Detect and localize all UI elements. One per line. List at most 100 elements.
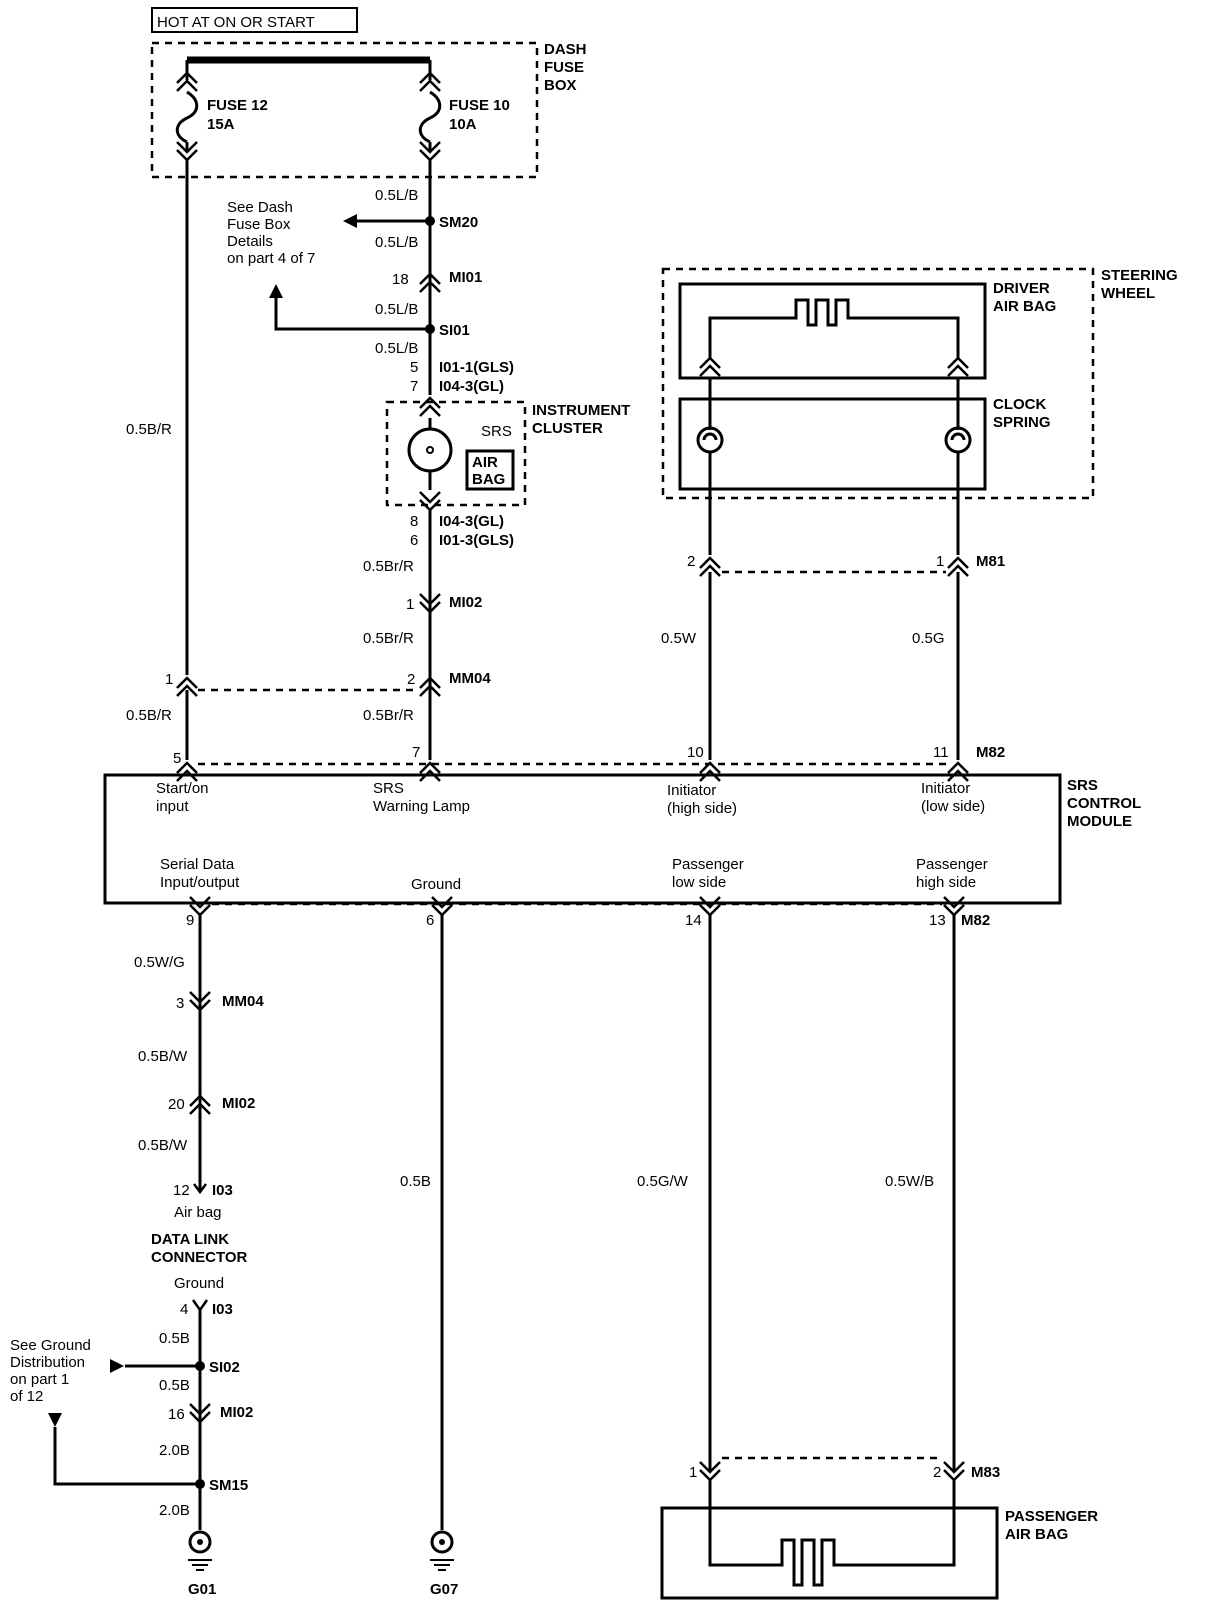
mi02-pin: 1 bbox=[406, 596, 414, 613]
splice-sm15 bbox=[195, 1479, 205, 1489]
connector-mm04-top: 1 2 MM04 0.5B/R 0.5Br/R bbox=[126, 670, 491, 760]
wire-label-bw-2: 0.5B/W bbox=[138, 1137, 188, 1154]
wire-label-05b-2: 0.5B bbox=[159, 1377, 190, 1394]
wire-label-brr-2: 0.5Br/R bbox=[363, 630, 414, 647]
clock-spring-label-2: SPRING bbox=[993, 414, 1051, 431]
passenger-high-1: Passenger bbox=[916, 856, 988, 873]
i04-pin-top: 7 bbox=[410, 378, 418, 395]
passenger-high-2: high side bbox=[916, 874, 976, 891]
i03-pin-4: 4 bbox=[180, 1301, 188, 1318]
wire-label-05g: 0.5G bbox=[912, 630, 945, 647]
module-pin-11: 11 bbox=[933, 744, 949, 761]
i04-label-top: I04-3(GL) bbox=[439, 378, 504, 395]
mm04-label: MM04 bbox=[449, 670, 491, 687]
mm04-pin-right: 2 bbox=[407, 671, 415, 688]
i03-pin-12: 12 bbox=[173, 1182, 190, 1199]
wire-label-wg: 0.5W/G bbox=[134, 954, 185, 971]
mi02-label: MI02 bbox=[449, 594, 482, 611]
passenger-air-bag-label-1: PASSENGER bbox=[1005, 1508, 1098, 1525]
ground-g01-label: G01 bbox=[188, 1581, 216, 1598]
data-link-connector-2: CONNECTOR bbox=[151, 1249, 248, 1266]
fuse-12: FUSE 12 15A bbox=[175, 60, 268, 162]
mi02-pin-16: 16 bbox=[168, 1406, 185, 1423]
passenger-air-bag bbox=[660, 1506, 999, 1600]
module-top-m82-label: M82 bbox=[976, 744, 1005, 761]
module-pin-10: 10 bbox=[687, 744, 704, 761]
i03-label-2: I03 bbox=[212, 1301, 233, 1318]
module-pin-9: 9 bbox=[186, 912, 194, 929]
see-dash-fuse-2: Fuse Box bbox=[227, 216, 291, 233]
srs-warning-lamp-2: Warning Lamp bbox=[373, 798, 470, 815]
wire-label-lb-4: 0.5L/B bbox=[375, 340, 418, 357]
m81-label: M81 bbox=[976, 553, 1005, 570]
hot-at-on-label-group: HOT AT ON OR START bbox=[151, 7, 358, 33]
passenger-low-1: Passenger bbox=[672, 856, 744, 873]
driver-air-bag-squib-icon bbox=[708, 298, 960, 360]
splice-si02-label: SI02 bbox=[209, 1359, 240, 1376]
srs-lamp-icon bbox=[407, 427, 453, 473]
wire-label-gw: 0.5G/W bbox=[637, 1173, 689, 1190]
mm04-pin-left: 1 bbox=[165, 671, 173, 688]
air-bag-pin-label: Air bag bbox=[174, 1204, 222, 1221]
air-bag-indicator-2: BAG bbox=[472, 471, 505, 488]
serial-data-1: Serial Data bbox=[160, 856, 235, 873]
connector-m81: 2 1 M81 0.5W 0.5G bbox=[661, 500, 1005, 760]
ground-g01-icon bbox=[188, 1530, 212, 1571]
initiator-high-1: Initiator bbox=[667, 782, 716, 799]
clock-spring-coil-left-icon bbox=[696, 426, 724, 454]
air-bag-indicator-1: AIR bbox=[472, 454, 498, 471]
ground-g07-label: G07 bbox=[430, 1581, 458, 1598]
dlc-ground-label: Ground bbox=[174, 1275, 224, 1292]
mi01-label: MI01 bbox=[449, 269, 482, 286]
mm04-bottom-label: MM04 bbox=[222, 993, 264, 1010]
see-dash-fuse-1: See Dash bbox=[227, 199, 293, 216]
start-on-input-2: input bbox=[156, 798, 189, 815]
left-wire-color-label: 0.5B/R bbox=[126, 421, 172, 438]
wire-label-05b-ground: 0.5B bbox=[400, 1173, 431, 1190]
driver-air-bag-label-2: AIR BAG bbox=[993, 298, 1056, 315]
initiator-high-2: (high side) bbox=[667, 800, 737, 817]
clock-spring-coil-right-icon bbox=[944, 426, 972, 454]
mi02-bottom-label-2: MI02 bbox=[220, 1404, 253, 1421]
clock-spring-label-1: CLOCK bbox=[993, 396, 1046, 413]
module-ground: Ground bbox=[411, 876, 461, 893]
module-bottom-pins: 9 6 14 13 M82 bbox=[186, 895, 990, 929]
passenger-low-2: low side bbox=[672, 874, 726, 891]
wire-label-brr-3: 0.5Br/R bbox=[363, 707, 414, 724]
srs-lamp-label: SRS bbox=[481, 423, 512, 440]
arrow-up-icon bbox=[269, 284, 283, 298]
passenger-air-bag-label-2: AIR BAG bbox=[1005, 1526, 1068, 1543]
arrow-left-icon bbox=[343, 214, 357, 228]
dash-fuse-box-title-1: DASH bbox=[544, 41, 587, 58]
i01-label-bot: I01-3(GLS) bbox=[439, 532, 514, 549]
srs-module-title-2: CONTROL bbox=[1067, 795, 1141, 812]
fuse-12-name: FUSE 12 bbox=[207, 97, 268, 114]
clock-spring bbox=[678, 397, 987, 491]
i04-pin-bot: 8 bbox=[410, 513, 418, 530]
dash-fuse-box: DASH FUSE BOX FUSE 12 15A FUSE 10 10A bbox=[150, 41, 587, 179]
i01-label-top: I01-1(GLS) bbox=[439, 359, 514, 376]
fuse-10-name: FUSE 10 bbox=[449, 97, 510, 114]
mi02-bottom-label: MI02 bbox=[222, 1095, 255, 1112]
i01-pin-top: 5 bbox=[410, 359, 418, 376]
module-pin-13: 13 bbox=[929, 912, 946, 929]
driver-air-bag-label-1: DRIVER bbox=[993, 280, 1050, 297]
arrow-down-icon bbox=[48, 1413, 62, 1427]
passenger-air-bag-squib-icon bbox=[708, 1480, 956, 1587]
i03-label: I03 bbox=[212, 1182, 233, 1199]
serial-data-2: Input/output bbox=[160, 874, 240, 891]
srs-warning-lamp-1: SRS bbox=[373, 780, 404, 797]
fuse-10-rating: 10A bbox=[449, 116, 477, 133]
m81-pin-right: 1 bbox=[936, 553, 944, 570]
m83-pin-right: 2 bbox=[933, 1464, 941, 1481]
wire-label-wb: 0.5W/B bbox=[885, 1173, 934, 1190]
see-ground-3: on part 1 bbox=[10, 1371, 69, 1388]
wire-label-lb-2: 0.5L/B bbox=[375, 234, 418, 251]
ground-g07-icon bbox=[430, 1530, 454, 1571]
module-ground-wire: 0.5B G07 bbox=[400, 913, 458, 1598]
instrument-cluster: SRS AIR BAG INSTRUMENT CLUSTER bbox=[385, 396, 630, 512]
wire-label-20b-1: 2.0B bbox=[159, 1442, 190, 1459]
splice-si01-label: SI01 bbox=[439, 322, 470, 339]
left-wire-color-label-2: 0.5B/R bbox=[126, 707, 172, 724]
